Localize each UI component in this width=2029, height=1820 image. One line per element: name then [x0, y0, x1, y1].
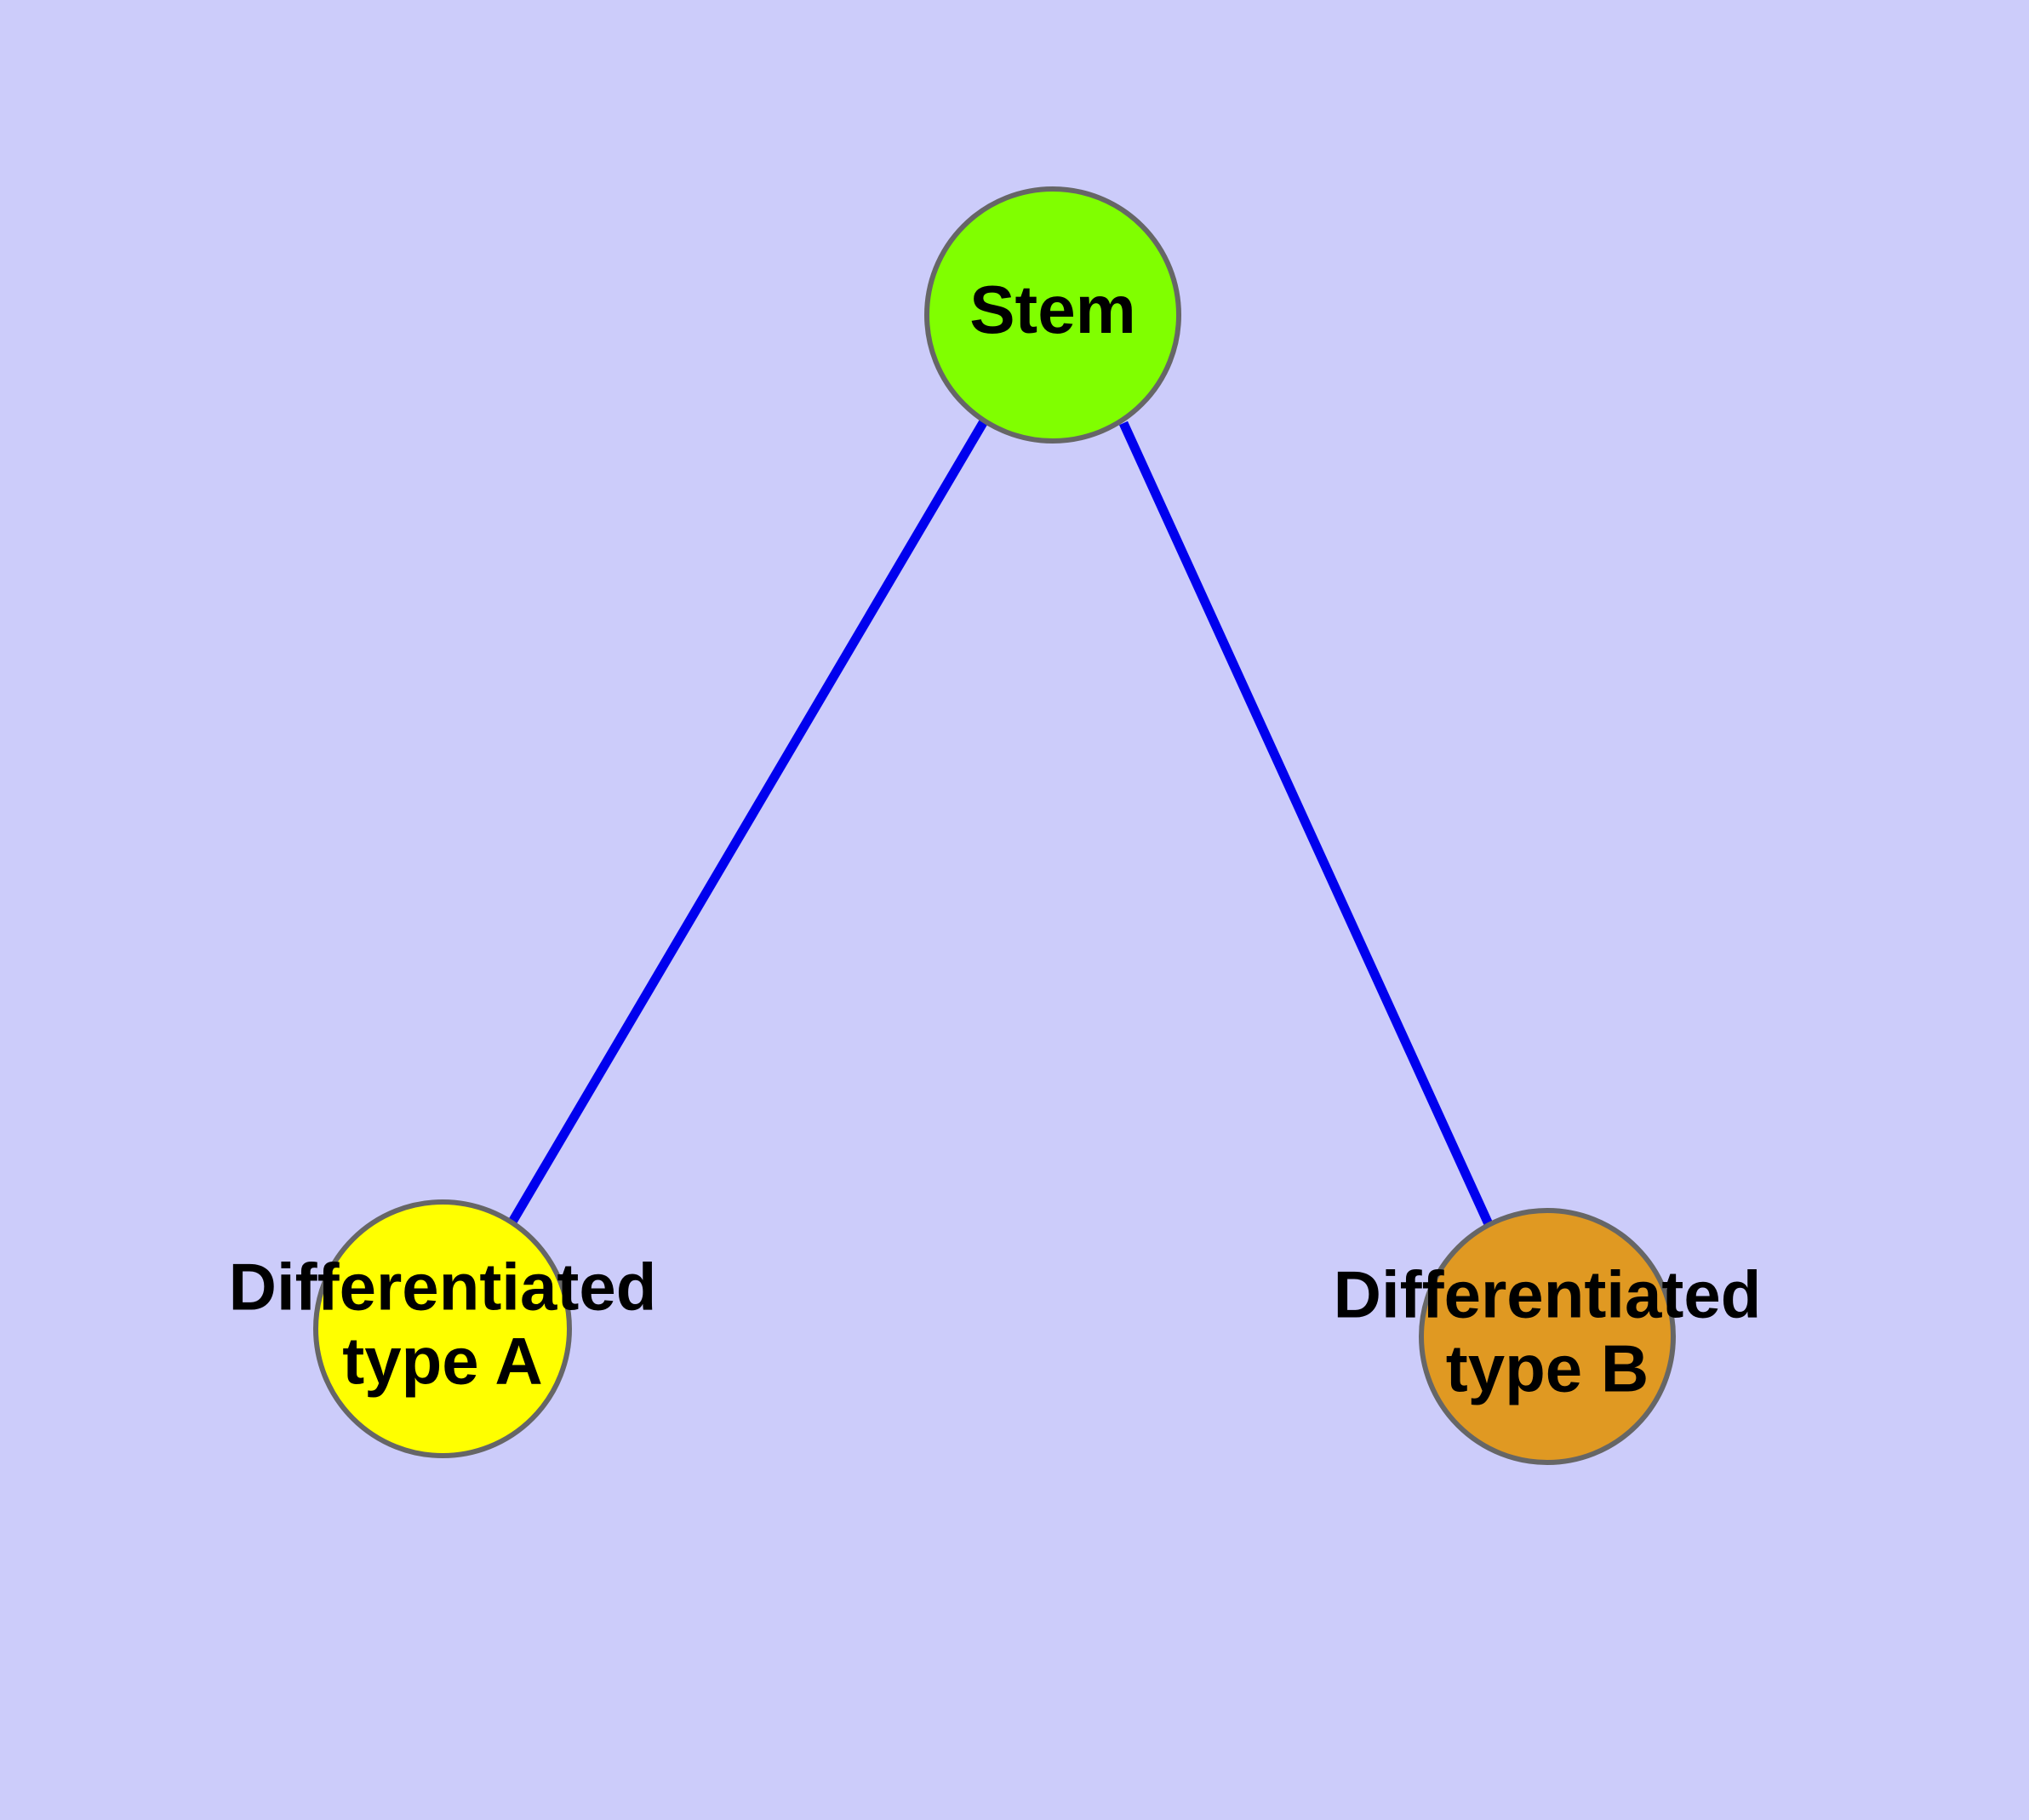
graph-node-stem[interactable]: [924, 186, 1181, 444]
node-label-line: Stem: [969, 272, 1136, 347]
graph-edge-stem-to-diff-b[interactable]: [1118, 421, 1494, 1227]
graph-node-diff_a[interactable]: [313, 1199, 572, 1458]
node-label-line: type A: [342, 1323, 543, 1398]
graph-edge-stem-to-diff-a[interactable]: [507, 419, 988, 1226]
node-label-line: type B: [1446, 1331, 1649, 1405]
graph-node-diff_b[interactable]: [1419, 1208, 1676, 1465]
node-label-stem: Stem: [969, 272, 1136, 347]
edges-layer: [507, 419, 1494, 1227]
nodes-layer: [313, 186, 1676, 1465]
node-label-line: Differentiated: [229, 1249, 657, 1324]
node-label-line: Differentiated: [1334, 1256, 1762, 1331]
